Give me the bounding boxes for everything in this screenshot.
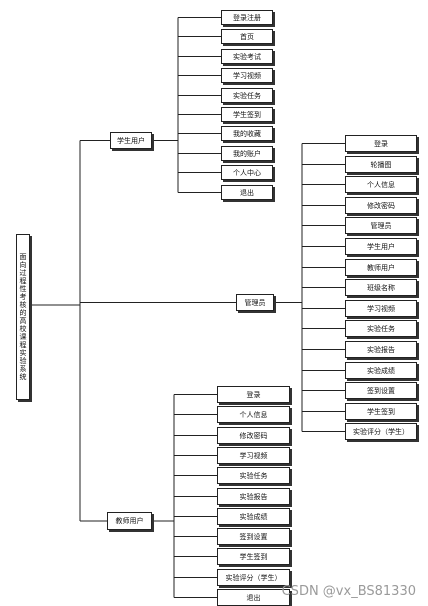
student-leaf-node: 学生签到 (221, 107, 273, 122)
student-leaf-node: 个人中心 (221, 165, 273, 180)
student-leaf-node: 实验考试 (221, 49, 273, 64)
student-leaf-node: 学习视频 (221, 68, 273, 83)
teacher-leaf-node: 实验报告 (217, 488, 290, 505)
student-leaf-node: 首页 (221, 29, 273, 44)
admin-node: 管理员 (236, 294, 274, 311)
admin-leaf-node: 教师用户 (345, 259, 417, 276)
teacher-leaf-node: 登录 (217, 386, 290, 403)
student-leaf-node: 我的收藏 (221, 126, 273, 141)
student-leaf-node: 退出 (221, 185, 273, 200)
admin-leaf-node: 个人信息 (345, 176, 417, 193)
student-leaf-node: 我的账户 (221, 146, 273, 161)
teacher-leaf-node: 修改密码 (217, 427, 290, 444)
teacher-leaf-node: 个人信息 (217, 406, 290, 423)
teacher-user-node: 教师用户 (107, 512, 152, 530)
teacher-leaf-node: 退出 (217, 589, 290, 606)
admin-leaf-node: 学生签到 (345, 403, 417, 420)
teacher-leaf-node: 实验成绩 (217, 508, 290, 525)
admin-leaf-node: 实验报告 (345, 341, 417, 358)
admin-leaf-node: 实验成绩 (345, 362, 417, 379)
teacher-leaf-node: 学习视频 (217, 447, 290, 464)
teacher-leaf-node: 签到设置 (217, 528, 290, 545)
teacher-leaf-node: 实验任务 (217, 467, 290, 484)
admin-leaf-node: 实验评分（学生） (345, 423, 417, 440)
teacher-leaf-node: 实验评分（学生） (217, 569, 290, 586)
student-leaf-node: 实验任务 (221, 88, 273, 103)
admin-leaf-node: 管理员 (345, 217, 417, 234)
admin-leaf-node: 轮播图 (345, 156, 417, 173)
root-node: 面向过程性考核的高校课程实验系统 (16, 234, 30, 400)
teacher-leaf-node: 学生签到 (217, 548, 290, 565)
watermark: CSDN @vx_BS81330 (281, 584, 416, 599)
admin-leaf-node: 班级名称 (345, 279, 417, 296)
admin-leaf-node: 签到设置 (345, 382, 417, 399)
student-user-node: 学生用户 (110, 132, 152, 149)
admin-leaf-node: 学生用户 (345, 238, 417, 255)
student-leaf-node: 登录注册 (221, 10, 273, 25)
admin-leaf-node: 修改密码 (345, 197, 417, 214)
admin-leaf-node: 实验任务 (345, 320, 417, 337)
admin-leaf-node: 学习视频 (345, 300, 417, 317)
admin-leaf-node: 登录 (345, 135, 417, 152)
